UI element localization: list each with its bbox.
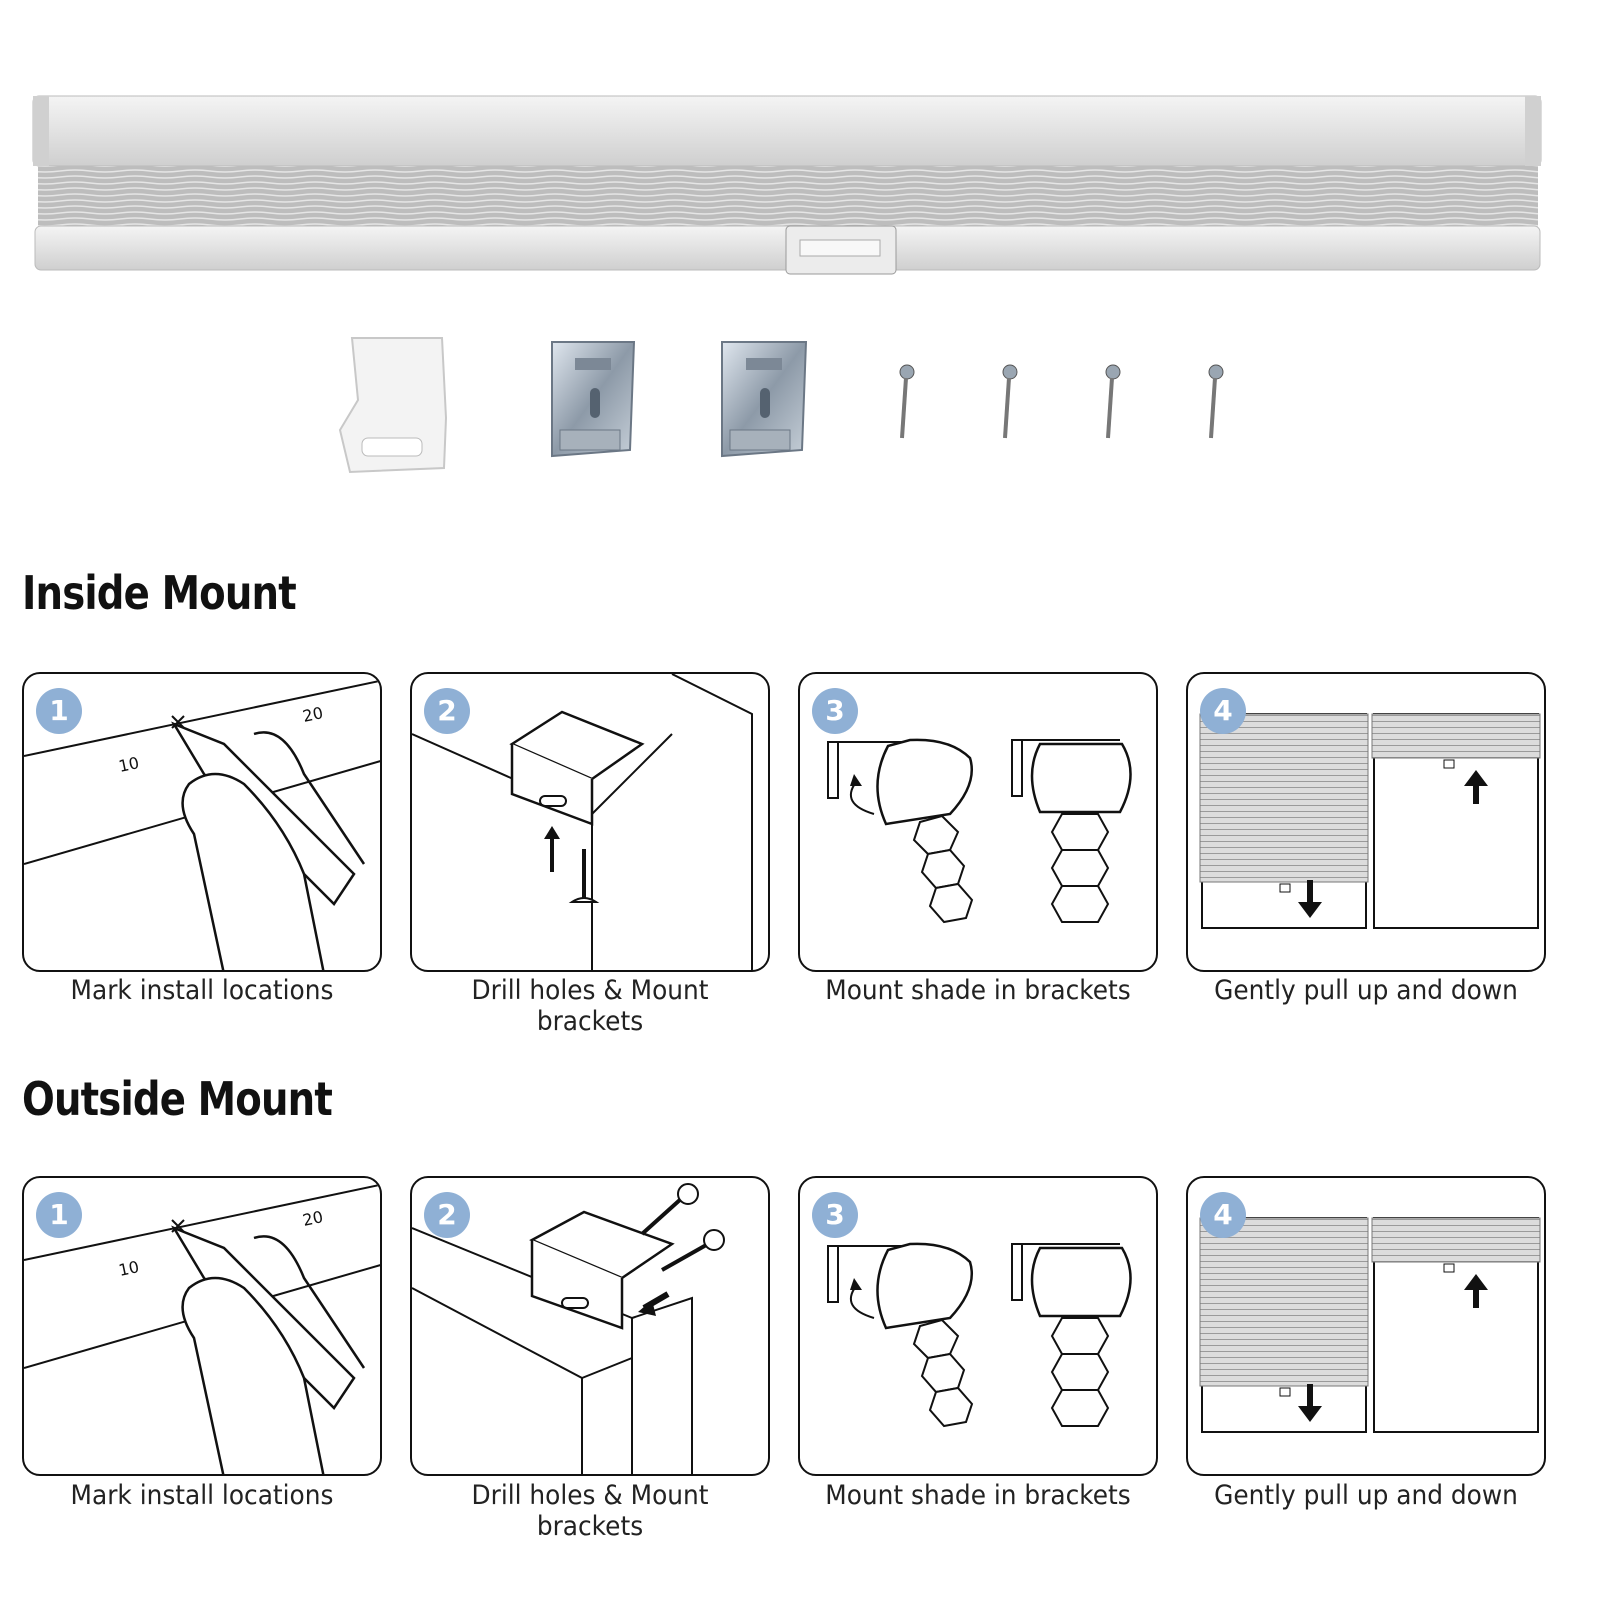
step-caption: Mark install locations — [70, 1480, 334, 1511]
step-panel-pull: 4 — [1186, 672, 1546, 972]
shade-operation-icon — [1199, 1217, 1541, 1433]
clear-clip-icon — [338, 337, 448, 474]
step-number-badge: 4 — [1200, 1192, 1246, 1238]
metal-bracket-icon — [551, 341, 636, 458]
step-caption: Gently pull up and down — [1214, 1480, 1518, 1511]
step-caption: Mount shade in brackets — [825, 1480, 1131, 1511]
step-caption: Gently pull up and down — [1214, 975, 1518, 1006]
screw-icon — [1002, 364, 1018, 439]
bracket-mount-icon — [412, 1183, 725, 1474]
step-caption: Drill holes & Mount brackets — [471, 1480, 709, 1542]
marking-pencil-icon: 10 20 — [24, 1183, 380, 1474]
shade-bracket-icon — [827, 1242, 1132, 1428]
screw-icon — [1105, 364, 1121, 439]
step-number-badge: 2 — [424, 688, 470, 734]
section-title-outside-mount: Outside Mount — [22, 1072, 333, 1126]
step-number-badge: 1 — [36, 1192, 82, 1238]
step-number-badge: 3 — [812, 688, 858, 734]
screw-icon — [1208, 364, 1224, 439]
shade-operation-icon — [1199, 713, 1541, 929]
step-panel-mark: 1 10 20 — [22, 672, 382, 972]
ruler-mark-20: 20 — [301, 703, 325, 726]
step-number-badge: 3 — [812, 1192, 858, 1238]
step-number-badge: 4 — [1200, 688, 1246, 734]
screw-icon — [899, 364, 915, 439]
step-caption: Drill holes & Mount brackets — [471, 975, 709, 1037]
section-title-inside-mount: Inside Mount — [22, 566, 297, 620]
step-panel-mount-shade: 3 — [798, 672, 1158, 972]
step-panel-drill: 2 — [410, 672, 770, 972]
ruler-mark-10: 10 — [117, 1257, 141, 1280]
step-number-badge: 1 — [36, 688, 82, 734]
shade-headrail-icon — [32, 95, 1542, 275]
marking-pencil-icon: 10 20 — [24, 679, 380, 970]
metal-bracket-icon — [721, 341, 808, 458]
step-panel-mount-shade: 3 — [798, 1176, 1158, 1476]
step-panel-pull: 4 — [1186, 1176, 1546, 1476]
step-number-badge: 2 — [424, 1192, 470, 1238]
bracket-mount-icon — [412, 674, 753, 970]
product-hardware-illustration — [32, 95, 1542, 474]
step-caption: Mount shade in brackets — [825, 975, 1131, 1006]
shade-bracket-icon — [827, 738, 1132, 924]
ruler-mark-10: 10 — [117, 753, 141, 776]
step-caption: Mark install locations — [70, 975, 334, 1006]
step-panel-mark: 1 10 20 — [22, 1176, 382, 1476]
ruler-mark-20: 20 — [301, 1207, 325, 1230]
step-panel-drill: 2 — [410, 1176, 770, 1476]
